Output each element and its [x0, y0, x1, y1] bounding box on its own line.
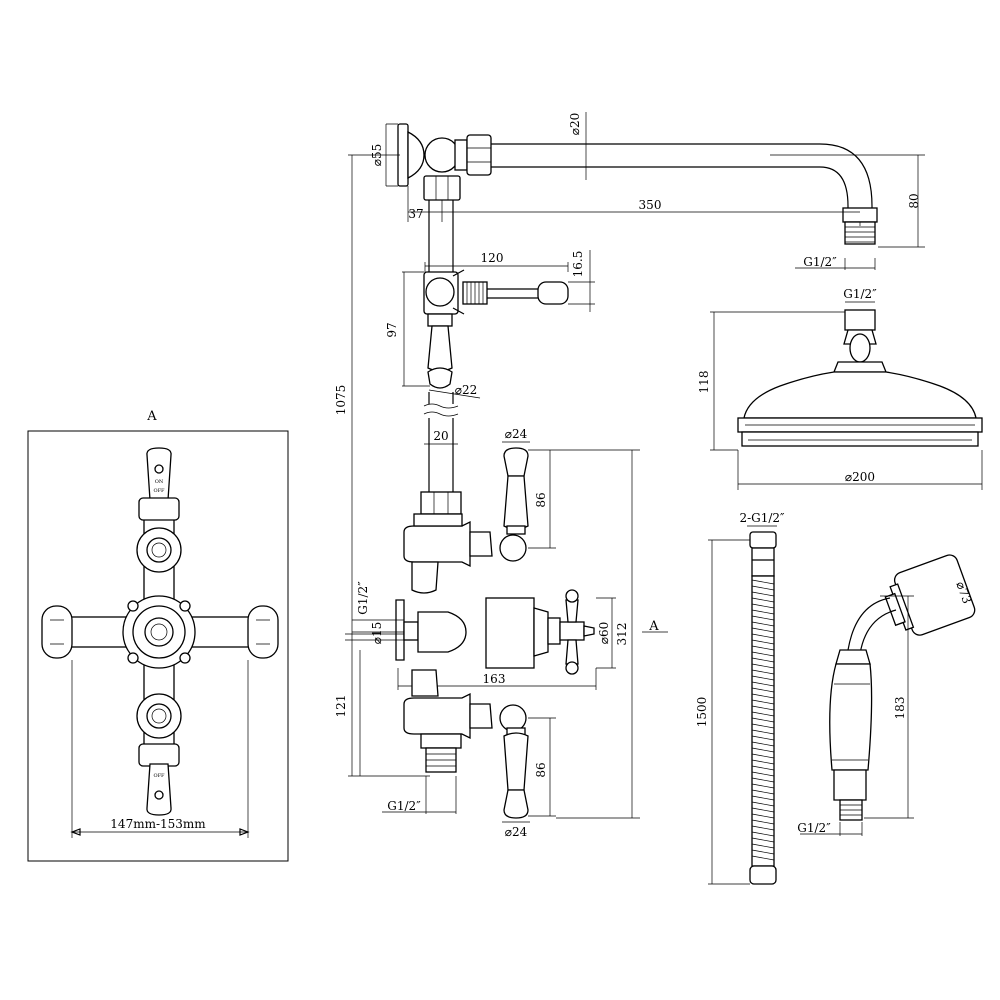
shower-head: G1/2″ 118 ⌀200 — [697, 287, 983, 490]
dim-w350: 350 — [639, 198, 662, 212]
dim-h121: 121 — [334, 695, 348, 718]
dim-h183: 183 — [893, 697, 907, 720]
dim-g-hand: G1/2″ — [797, 821, 831, 835]
dim-w120: 120 — [481, 251, 504, 265]
valve-off-text: OFF — [153, 488, 165, 494]
dim-g-bottom: G1/2″ — [387, 799, 421, 813]
dim-h86-top: 86 — [534, 492, 548, 507]
valve-on-text: ON — [155, 479, 164, 485]
dim-d24-bot: ⌀24 — [505, 825, 528, 839]
dim-d20-arm: ⌀20 — [568, 113, 582, 136]
dim-h118: 118 — [697, 371, 711, 394]
hand-shower: ⌀73 183 G1/2″ — [797, 554, 976, 836]
dim-w37: 37 — [408, 207, 423, 221]
dim-h1075: 1075 — [334, 385, 348, 416]
dim-h97: 97 — [385, 322, 399, 337]
dim-h80: 80 — [907, 193, 921, 208]
dim-w20: 20 — [433, 429, 448, 443]
dim-g-side: G1/2″ — [356, 581, 370, 615]
shower-hose: 2-G1/2″ 1500 — [695, 511, 785, 885]
view-a-arrow-label: A — [648, 619, 659, 634]
dim-d15: ⌀15 — [370, 622, 384, 645]
dim-d22: ⌀22 — [455, 383, 478, 397]
dim-h312: 312 — [615, 623, 629, 646]
dim-w163: 163 — [483, 672, 506, 686]
dim-d200: ⌀200 — [845, 470, 875, 484]
dim-h1500: 1500 — [695, 697, 709, 728]
dim-d24-top: ⌀24 — [505, 427, 528, 441]
dim-g-hose: 2-G1/2″ — [739, 511, 785, 525]
dim-h16-5: 16.5 — [571, 251, 585, 278]
valve-off-text-bottom: OFF — [153, 773, 165, 779]
riser-assembly: ⌀55 ⌀20 80 37 350 G1/2″ — [334, 112, 925, 839]
dim-g-head: G1/2″ — [843, 287, 877, 301]
view-a-panel: A ON OFF OFF — [27, 409, 289, 862]
dim-g-arm: G1/2″ — [803, 255, 837, 269]
dim-d60: ⌀60 — [597, 622, 611, 645]
view-a-label: A — [146, 409, 157, 424]
dim-h86-bot: 86 — [534, 762, 548, 777]
dim-spacing: 147mm-153mm — [110, 817, 206, 831]
